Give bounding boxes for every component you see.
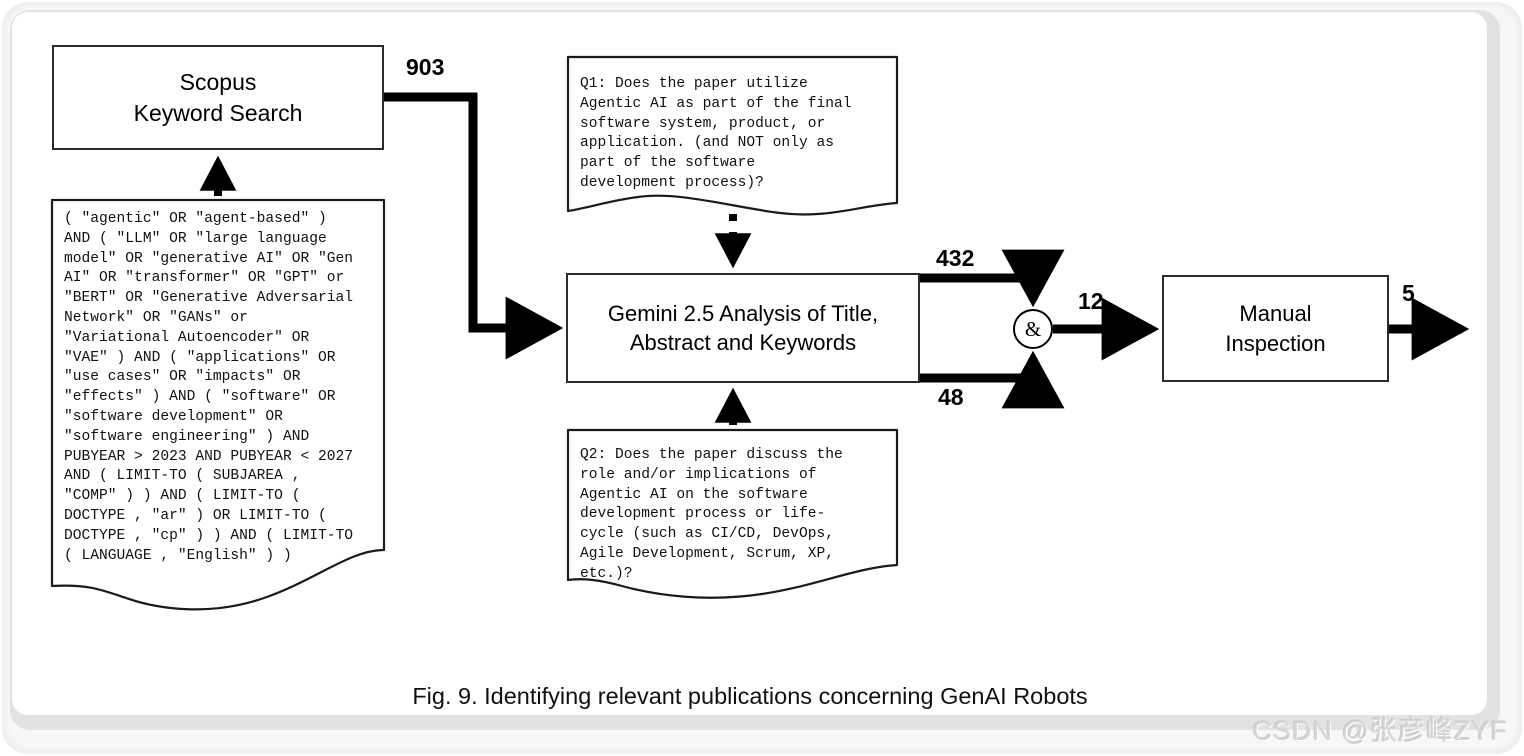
edge-label-432: 432 [936, 245, 975, 271]
note-scopus-query[interactable]: ( "agentic" OR "agent-based" ) AND ( "LL… [50, 198, 388, 623]
edge-label-12: 12 [1078, 288, 1104, 314]
edge-label-48: 48 [938, 384, 964, 410]
node-manual-label: Manual Inspection [1225, 301, 1326, 356]
node-gemini-analysis[interactable]: Gemini 2.5 Analysis of Title, Abstract a… [566, 273, 920, 383]
and-gate-label: & [1024, 316, 1042, 341]
figure-caption: Fig. 9. Identifying relevant publication… [412, 683, 1088, 709]
note-scopus-query-text: ( "agentic" OR "agent-based" ) AND ( "LL… [64, 211, 354, 564]
edge-label-903: 903 [406, 54, 445, 80]
note-q2-text: Q2: Does the paper discuss the role and/… [580, 447, 843, 582]
note-q1[interactable]: Q1: Does the paper utilize Agentic AI as… [566, 55, 900, 235]
csdn-watermark: CSDN @张彦峰ZYF [1252, 716, 1508, 746]
node-gemini-label: Gemini 2.5 Analysis of Title, Abstract a… [607, 300, 879, 355]
arrow-scopus-to-gemini [384, 92, 564, 360]
arrow-432-to-gate [918, 249, 1065, 308]
note-q2[interactable]: Q2: Does the paper discuss the role and/… [566, 428, 900, 613]
edge-label-5: 5 [1402, 280, 1415, 306]
arrow-48-to-gate [918, 350, 1065, 409]
node-scopus-keyword-search[interactable]: Scopus Keyword Search [52, 45, 384, 150]
node-manual-inspection[interactable]: Manual Inspection [1162, 275, 1389, 382]
node-scopus-label: Scopus Keyword Search [133, 69, 303, 126]
note-q1-text: Q1: Does the paper utilize Agentic AI as… [580, 76, 852, 191]
and-gate-node[interactable]: & [1013, 309, 1053, 349]
